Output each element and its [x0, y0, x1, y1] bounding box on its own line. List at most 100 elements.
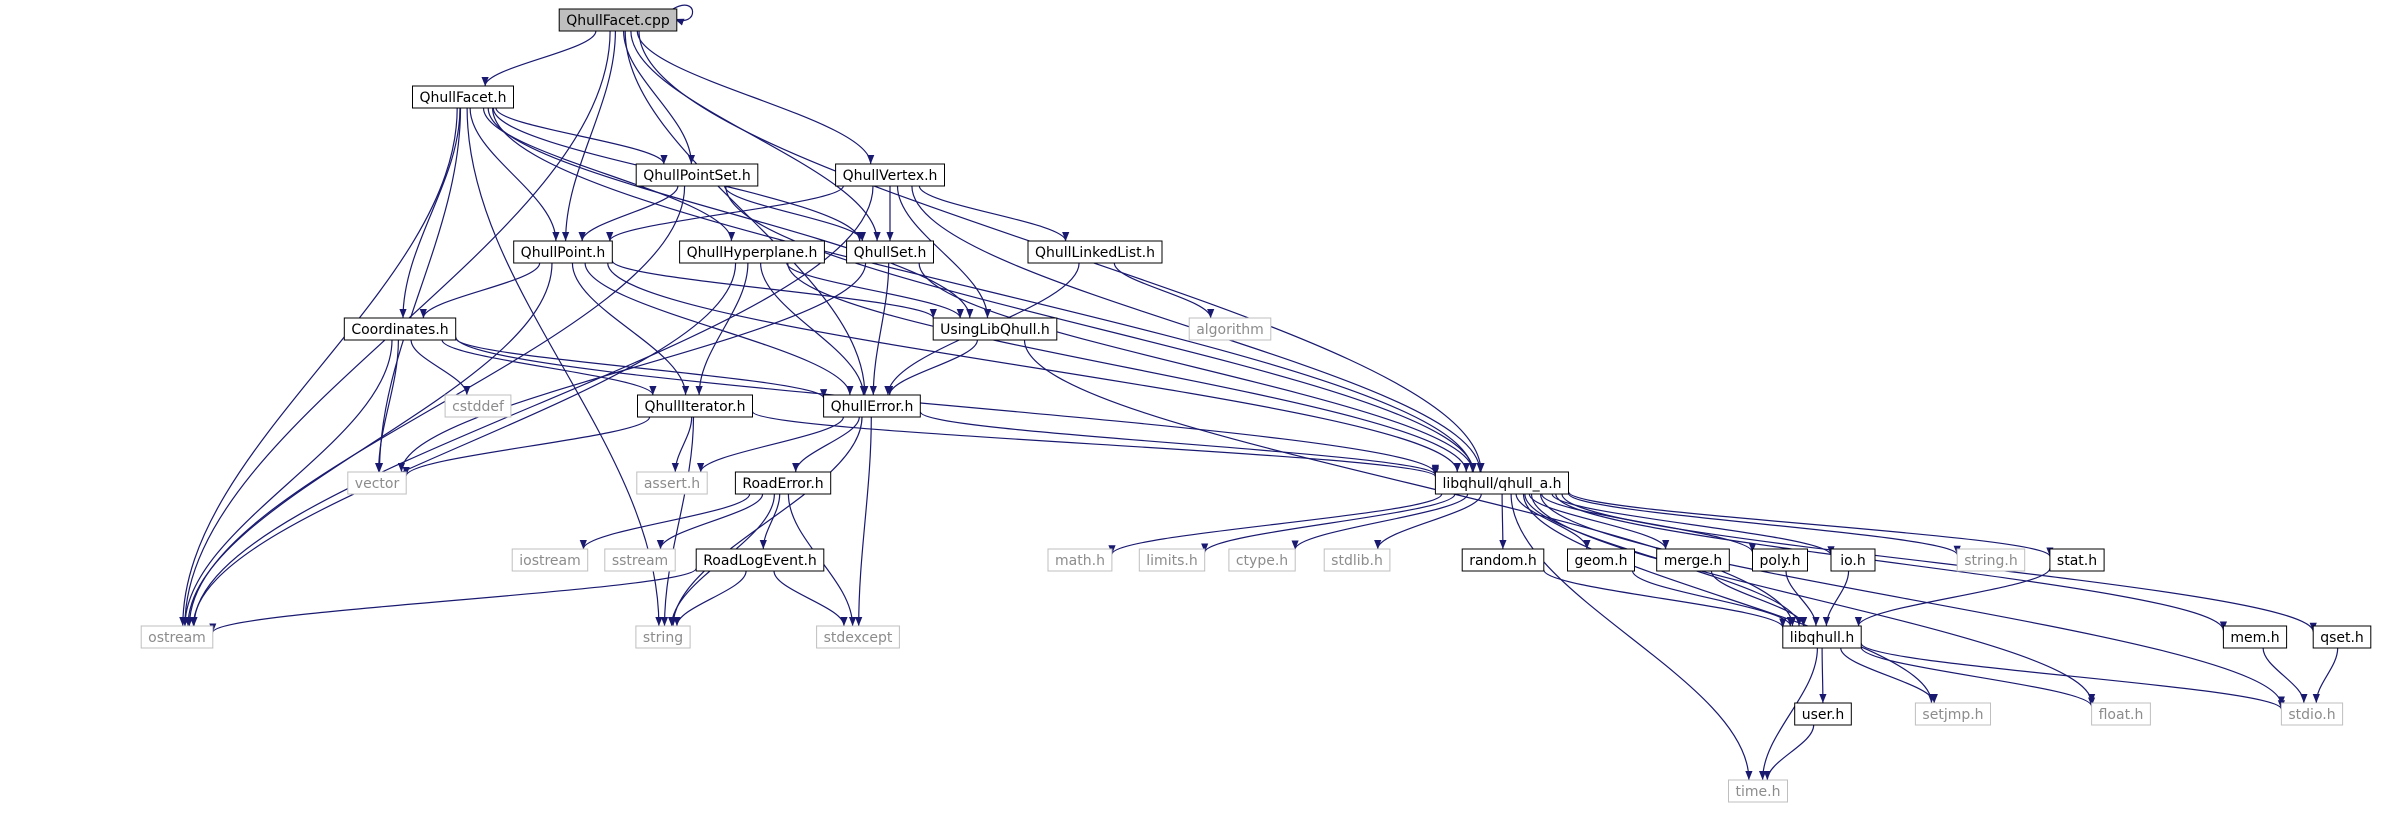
- node-string: string: [635, 625, 691, 649]
- edge-qhullerror_h-to-roaderror_h: [792, 416, 860, 473]
- node-box: [679, 240, 825, 264]
- node-libqhull-h[interactable]: libqhull.h: [1782, 625, 1862, 649]
- node-user-h[interactable]: user.h: [1794, 702, 1852, 726]
- edge-qhullset_h-to-qhull_a_h: [918, 262, 1477, 473]
- node-algorithm: algorithm: [1188, 317, 1272, 341]
- node-qhullvertex-h[interactable]: QhullVertex.h: [835, 163, 945, 187]
- node-random-h[interactable]: random.h: [1461, 548, 1545, 572]
- node-box: [1567, 548, 1635, 572]
- edge-libqhull_h-to-time_h: [1759, 647, 1818, 781]
- node-box: [1830, 548, 1876, 572]
- node-qhullfacet-h[interactable]: QhullFacet.h: [412, 85, 514, 109]
- edge-qhull_a_h-to-stdio_h: [1540, 493, 2285, 706]
- edge-qhullhyperplane_h-to-usinglibqhull_h: [786, 262, 964, 319]
- edge-qhullhyperplane_h-to-qhulliterator_h: [695, 262, 749, 396]
- edge-libqhull_h-to-user_h: [1819, 647, 1827, 704]
- edge-qhull_a_h-to-mem_h: [1555, 493, 2227, 631]
- node-poly-h[interactable]: poly.h: [1752, 548, 1808, 572]
- edge-qhull_a_h-to-stat_h: [1568, 491, 2054, 557]
- node-qhullpointset-h[interactable]: QhullPointSet.h: [635, 163, 759, 187]
- node-qhulliterator-h[interactable]: QhullIterator.h: [637, 394, 753, 418]
- node-label: QhullLinkedList.h: [1035, 245, 1155, 261]
- edge-qhull_a_h-to-ctype_h: [1291, 493, 1469, 550]
- edge-qhullfacet_h-to-qhullpointset_h: [495, 107, 668, 165]
- node-box: [343, 317, 457, 341]
- node-label: math.h: [1055, 553, 1105, 569]
- edge-roaderror_h-to-sstream: [656, 493, 764, 550]
- node-box: [1956, 548, 2026, 572]
- node-roadlogevent-h[interactable]: RoadLogEvent.h: [695, 548, 825, 572]
- node-qset-h[interactable]: qset.h: [2312, 625, 2372, 649]
- node-qhull-a-h[interactable]: libqhull/qhull_a.h: [1434, 471, 1570, 495]
- node-qhullhyperplane-h[interactable]: QhullHyperplane.h: [679, 240, 825, 264]
- edge-coordinates_h-to-vector: [375, 339, 399, 473]
- edge-qhullhyperplane_h-to-qhull_a_h: [787, 262, 1470, 473]
- node-usinglibqhull-h[interactable]: UsingLibQhull.h: [932, 317, 1058, 341]
- node-label: assert.h: [644, 476, 700, 492]
- node-box: [835, 163, 945, 187]
- edge-qhullpointset_h-to-qhullset_h: [724, 185, 866, 242]
- node-label: cstddef: [452, 399, 505, 415]
- node-label: ctype.h: [1236, 553, 1288, 569]
- edge-qhulllinkedlist_h-to-algorithm: [1113, 262, 1215, 319]
- edge-root-to-qhullerror_h: [624, 30, 869, 396]
- nodes-layer: QhullFacet.cppQhullFacet.hQhullPointSet.…: [140, 8, 2372, 803]
- node-qhullpoint-h[interactable]: QhullPoint.h: [513, 240, 613, 264]
- edge-roadlogevent_h-to-ostream: [209, 567, 697, 633]
- node-label: stdexcept: [824, 630, 893, 646]
- edge-usinglibqhull_h-to-qhullerror_h: [886, 339, 978, 396]
- node-box: [2280, 702, 2344, 726]
- node-box: [846, 240, 934, 264]
- node-qhullerror-h[interactable]: QhullError.h: [823, 394, 921, 418]
- edge-qhullpoint_h-to-qhulliterator_h: [571, 262, 690, 396]
- edge-qhulliterator_h-to-vector: [402, 416, 651, 477]
- node-float-h: float.h: [2091, 702, 2151, 726]
- edge-root-to-qhullfacet_h: [481, 30, 597, 87]
- edge-merge_h-to-libqhull_h: [1710, 570, 1808, 627]
- node-label: io.h: [1840, 553, 1866, 569]
- node-merge-h[interactable]: merge.h: [1656, 548, 1730, 572]
- edge-qhullpoint_h-to-ostream: [184, 262, 553, 627]
- node-cstddef: cstddef: [444, 394, 512, 418]
- node-io-h[interactable]: io.h: [1830, 548, 1876, 572]
- node-root[interactable]: QhullFacet.cpp: [558, 8, 678, 32]
- node-stat-h[interactable]: stat.h: [2049, 548, 2105, 572]
- edge-qhullhyperplane_h-to-qhullerror_h: [760, 262, 867, 396]
- node-label: QhullHyperplane.h: [687, 245, 818, 261]
- edge-qhullfacet_h-to-qhull_a_h: [492, 107, 1476, 473]
- node-box: [2091, 702, 2151, 726]
- edge-mem_h-to-stdio_h: [2262, 647, 2308, 704]
- node-box: [1027, 240, 1163, 264]
- node-label: stdlib.h: [1331, 553, 1383, 569]
- node-label: random.h: [1469, 553, 1537, 569]
- node-label: QhullPointSet.h: [643, 168, 751, 184]
- edge-roaderror_h-to-iostream: [579, 493, 751, 550]
- node-coordinates-h[interactable]: Coordinates.h: [343, 317, 457, 341]
- node-label: merge.h: [1664, 553, 1723, 569]
- node-assert-h: assert.h: [636, 471, 708, 495]
- node-ctype-h: ctype.h: [1228, 548, 1296, 572]
- edge-qhullvertex_h-to-usinglibqhull_h: [896, 185, 992, 319]
- node-box: [444, 394, 512, 418]
- edge-root-to-qhullvertex_h: [636, 30, 875, 165]
- edge-libqhull_h-to-setjmp_h: [1840, 647, 1938, 704]
- node-geom-h[interactable]: geom.h: [1567, 548, 1635, 572]
- node-qhulllinkedlist-h[interactable]: QhullLinkedList.h: [1027, 240, 1163, 264]
- node-box: [932, 317, 1058, 341]
- edge-qhull_a_h-to-math_h: [1108, 493, 1443, 555]
- edge-qhull_a_h-to-random_h: [1499, 493, 1507, 550]
- node-stdlib-h: stdlib.h: [1323, 548, 1391, 572]
- node-mem-h[interactable]: mem.h: [2222, 625, 2288, 649]
- edge-roaderror_h-to-roadlogevent_h: [759, 493, 781, 550]
- node-vector: vector: [347, 471, 407, 495]
- node-qhullset-h[interactable]: QhullSet.h: [846, 240, 934, 264]
- edge-qhullfacet_h-to-coordinates_h: [399, 107, 461, 319]
- node-box: [1782, 625, 1862, 649]
- node-limits-h: limits.h: [1138, 548, 1206, 572]
- node-roaderror-h[interactable]: RoadError.h: [734, 471, 832, 495]
- node-label: QhullFacet.h: [419, 90, 506, 106]
- edge-qhull_a_h-to-string_h: [1568, 492, 1961, 556]
- edge-qhullvertex_h-to-qhullpoint_h: [606, 185, 844, 242]
- edge-qhullpointset_h-to-qhullpoint_h: [578, 185, 679, 242]
- node-label: RoadLogEvent.h: [703, 553, 817, 569]
